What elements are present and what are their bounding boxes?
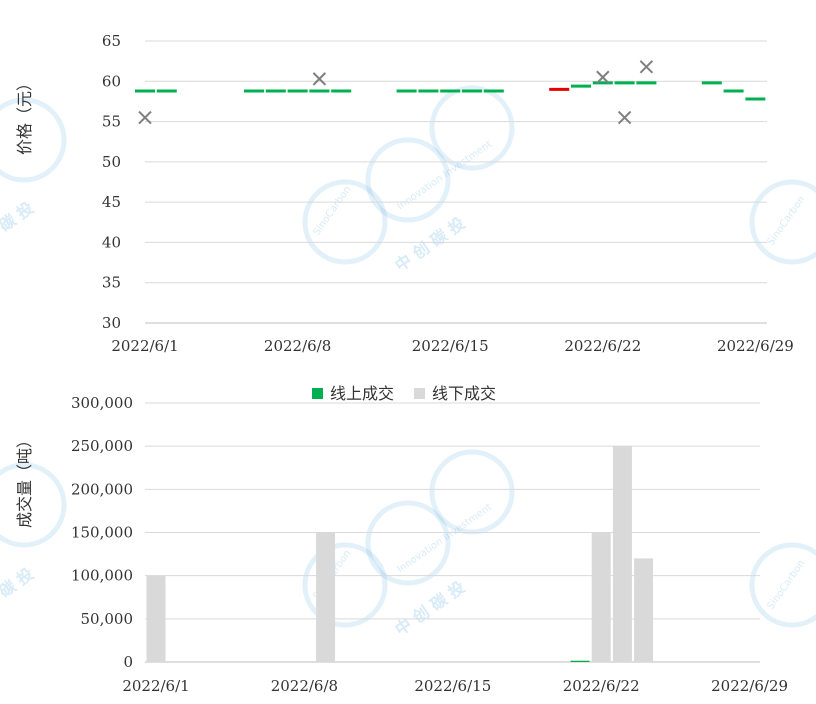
volume-legend: 线上成交 线下成交 xyxy=(312,384,496,403)
watermark-brand-cn-short: 碳 投 xyxy=(0,198,37,235)
watermark-tagline: Innovation Investment xyxy=(395,502,494,576)
volume-bar-offline xyxy=(591,532,611,662)
volume-y-tick-label: 0 xyxy=(123,653,133,671)
price-y-axis: 30 35 40 45 50 55 60 65 xyxy=(102,32,121,332)
volume-x-tick-label: 2022/6/1 xyxy=(122,677,189,695)
watermark-ring xyxy=(429,85,515,171)
price-y-tick-label: 55 xyxy=(102,113,121,131)
price-x-tick-label: 2022/6/29 xyxy=(717,337,794,355)
price-marks xyxy=(135,60,766,125)
price-x-marker xyxy=(312,72,327,86)
volume-y-tick-label: 300,000 xyxy=(71,394,133,412)
volume-y-axis-label: 成交量（吨） xyxy=(15,432,34,528)
watermark-ring xyxy=(302,179,388,265)
price-y-tick-label: 35 xyxy=(102,274,121,292)
price-y-tick-label: 50 xyxy=(102,153,121,171)
volume-gridlines xyxy=(145,402,760,663)
volume-chart: 0 50,000 100,000 150,000 200,000 250,000 300,0… xyxy=(15,384,788,695)
price-x-tick-label: 2022/6/22 xyxy=(564,337,641,355)
volume-bar-offline xyxy=(612,446,632,662)
price-y-tick-label: 60 xyxy=(102,72,121,90)
watermark-brand-cn: 中 创 碳 投 xyxy=(391,577,468,639)
volume-y-axis: 0 50,000 100,000 150,000 200,000 250,000 300,0… xyxy=(71,394,133,671)
volume-x-axis: 2022/6/1 2022/6/8 2022/6/15 2022/6/22 2022/6… xyxy=(122,677,788,695)
legend-swatch xyxy=(312,388,323,399)
watermark-ring xyxy=(749,542,816,628)
watermark-ring xyxy=(0,462,67,548)
price-x-marker-stroke xyxy=(639,60,654,74)
volume-bar-offline xyxy=(316,532,336,662)
watermark-brand-en: SinoCarbon xyxy=(765,194,807,248)
watermark-ring xyxy=(365,137,451,223)
price-x-tick-label: 2022/6/15 xyxy=(412,337,489,355)
legend-swatch xyxy=(414,388,425,399)
watermark-tagline: Innovation Investment xyxy=(395,139,494,213)
price-y-tick-label: 40 xyxy=(102,233,121,251)
watermark-ring xyxy=(0,97,67,183)
volume-y-tick-label: 250,000 xyxy=(71,437,133,455)
volume-y-tick-label: 200,000 xyxy=(71,480,133,498)
price-x-marker xyxy=(617,110,632,125)
watermark: 碳 投 SinoCarbon Innovation Investment 中 创… xyxy=(0,85,816,639)
volume-y-tick-label: 150,000 xyxy=(71,524,133,542)
price-x-marker xyxy=(639,60,654,74)
price-y-tick-label: 65 xyxy=(102,32,121,50)
volume-y-tick-label: 100,000 xyxy=(71,567,133,585)
watermark-brand-en: SinoCarbon xyxy=(765,558,807,612)
price-x-marker xyxy=(596,70,610,84)
watermark-brand-cn: 中 创 碳 投 xyxy=(391,213,468,275)
legend-entry: 线上成交 xyxy=(330,384,394,403)
price-gridlines xyxy=(145,40,767,324)
volume-x-tick-label: 2022/6/8 xyxy=(271,677,338,695)
price-x-tick-label: 2022/6/8 xyxy=(264,337,331,355)
watermark-ring xyxy=(749,179,816,265)
volume-bar-offline xyxy=(146,575,166,662)
volume-bars xyxy=(146,446,654,662)
volume-x-tick-label: 2022/6/29 xyxy=(711,677,788,695)
price-x-marker-stroke xyxy=(312,72,327,86)
price-y-tick-label: 45 xyxy=(102,193,121,211)
watermark-ring xyxy=(302,542,388,628)
price-x-marker-stroke xyxy=(138,110,152,125)
watermark-ring xyxy=(365,500,451,586)
price-x-tick-label: 2022/6/1 xyxy=(111,337,178,355)
volume-x-tick-label: 2022/6/15 xyxy=(414,677,491,695)
volume-x-tick-label: 2022/6/22 xyxy=(563,677,640,695)
price-x-marker-stroke xyxy=(596,70,610,84)
price-y-tick-label: 30 xyxy=(102,314,121,332)
price-x-marker-stroke xyxy=(617,110,632,125)
price-y-axis-label: 价格（元） xyxy=(15,75,34,155)
watermark-brand-cn-short: 碳 投 xyxy=(0,564,37,601)
legend-entry: 线下成交 xyxy=(432,384,496,403)
volume-bar-online xyxy=(570,660,590,662)
price-x-marker xyxy=(138,110,152,125)
price-x-axis: 2022/6/1 2022/6/8 2022/6/15 2022/6/22 2022/6… xyxy=(111,337,794,355)
volume-y-tick-label: 50,000 xyxy=(81,610,134,628)
volume-bar-offline xyxy=(634,558,654,662)
